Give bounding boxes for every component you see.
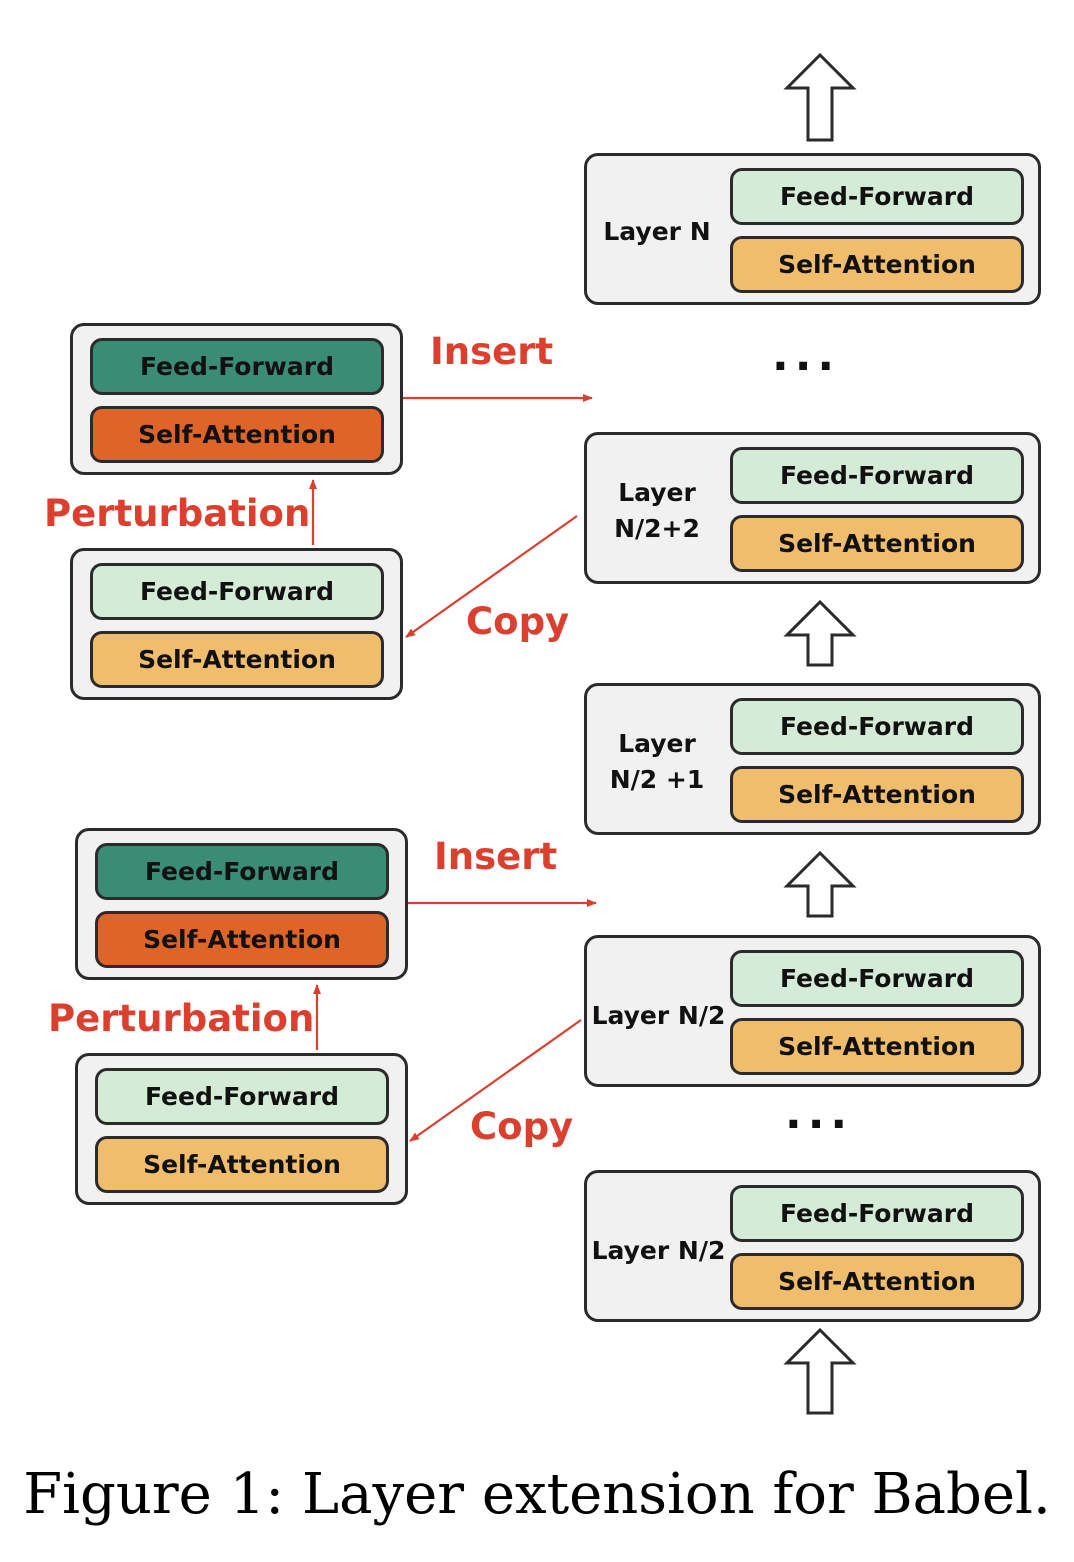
copy-arrow-top xyxy=(405,515,578,638)
self-attention-block: Self-Attention xyxy=(730,1253,1024,1310)
feed-forward-block: Feed-Forward xyxy=(90,563,384,620)
copy-label-top: Copy xyxy=(466,600,570,643)
feed-forward-block: Feed-Forward xyxy=(730,168,1024,225)
layer-n-2-label: Layer N/2 xyxy=(591,1001,726,1030)
self-attention-block: Self-Attention xyxy=(730,766,1024,823)
self-attention-block: Self-Attention xyxy=(730,236,1024,293)
layer-n-2-plus-2-box: Layer N/2+2 Feed-Forward Self-Attention xyxy=(584,432,1041,584)
feed-forward-block: Feed-Forward xyxy=(730,698,1024,755)
perturbed-layer-box-upper: Feed-Forward Self-Attention xyxy=(70,323,403,475)
layer-n-2-label: Layer N/2 xyxy=(591,1236,726,1265)
copy-label-bottom: Copy xyxy=(470,1105,574,1148)
figure-caption: Figure 1: Layer extension for Babel. xyxy=(23,1462,1051,1527)
copied-layer-box-upper: Feed-Forward Self-Attention xyxy=(70,548,403,700)
ellipsis-bottom: ... xyxy=(785,1088,854,1139)
layer-n-box: Layer N Feed-Forward Self-Attention xyxy=(584,153,1041,305)
feed-forward-block: Feed-Forward xyxy=(95,1068,389,1125)
hollow-up-arrow-3 xyxy=(783,850,857,918)
layer-n-2-plus-1-box: Layer N/2 +1 Feed-Forward Self-Attention xyxy=(584,683,1041,835)
perturbed-layer-box-lower: Feed-Forward Self-Attention xyxy=(75,828,408,980)
hollow-up-arrow-bottom xyxy=(783,1327,857,1415)
layer-n-2-plus-2-label: Layer N/2+2 xyxy=(614,478,700,543)
feed-forward-block: Feed-Forward xyxy=(730,1185,1024,1242)
ellipsis-top: ... xyxy=(772,330,841,381)
insert-label-top: Insert xyxy=(430,330,554,373)
copy-arrow-bottom xyxy=(409,1019,582,1142)
layer-n-2-box-lower: Layer N/2 Feed-Forward Self-Attention xyxy=(584,1170,1041,1322)
feed-forward-block: Feed-Forward xyxy=(730,447,1024,504)
hollow-up-arrow-top xyxy=(783,52,857,142)
self-attention-block: Self-Attention xyxy=(730,515,1024,572)
insert-label-bottom: Insert xyxy=(434,835,558,878)
layer-n-2-box-upper: Layer N/2 Feed-Forward Self-Attention xyxy=(584,935,1041,1087)
perturbed-feed-forward-block: Feed-Forward xyxy=(90,338,384,395)
perturbation-label-bottom: Perturbation xyxy=(48,997,315,1040)
self-attention-block: Self-Attention xyxy=(730,1018,1024,1075)
perturbed-self-attention-block: Self-Attention xyxy=(95,911,389,968)
feed-forward-block: Feed-Forward xyxy=(730,950,1024,1007)
hollow-up-arrow-2 xyxy=(783,599,857,667)
perturbation-label-top: Perturbation xyxy=(44,492,311,535)
layer-n-2-plus-1-label: Layer N/2 +1 xyxy=(609,729,705,794)
copied-layer-box-lower: Feed-Forward Self-Attention xyxy=(75,1053,408,1205)
perturbed-feed-forward-block: Feed-Forward xyxy=(95,843,389,900)
self-attention-block: Self-Attention xyxy=(95,1136,389,1193)
perturbed-self-attention-block: Self-Attention xyxy=(90,406,384,463)
layer-n-label: Layer N xyxy=(603,217,711,246)
self-attention-block: Self-Attention xyxy=(90,631,384,688)
